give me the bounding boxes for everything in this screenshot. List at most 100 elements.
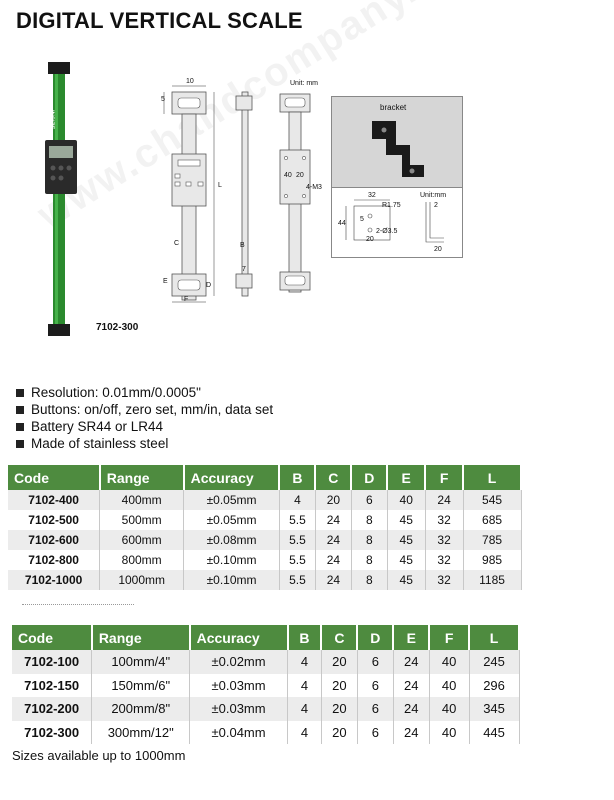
cell-d: 8 [351, 510, 388, 530]
table-row: 7102-150 150mm/6" ±0.03mm 4 20 6 24 40 2… [12, 673, 520, 697]
cell-d: 8 [351, 570, 388, 590]
col-header-d: D [351, 465, 389, 490]
dim-length: L [218, 182, 222, 189]
spec-table-large: Code Range Accuracy B C D E F L 7102-400… [8, 465, 522, 590]
col-header-l: L [469, 625, 520, 650]
cell-c: 24 [315, 570, 352, 590]
cell-range: 200mm/8" [91, 697, 191, 721]
cell-c: 20 [321, 697, 358, 721]
cell-accuracy: ±0.04mm [189, 720, 288, 744]
cell-range: 300mm/12" [91, 720, 191, 744]
table-row: 7102-800 800mm ±0.10mm 5.5 24 8 45 32 98… [8, 550, 522, 570]
cell-b: 5.5 [279, 570, 316, 590]
product-figure: www.chandcompany.com INSIZE 7102-300 [0, 0, 614, 370]
bracket-photo: bracket [332, 97, 462, 187]
feature-item: Made of stainless steel [16, 435, 273, 452]
cell-f: 32 [425, 530, 464, 550]
cell-c: 24 [315, 530, 352, 550]
cell-accuracy: ±0.02mm [189, 650, 288, 674]
bracket-dim-44: 44 [338, 220, 346, 227]
bracket-dim-side-2: 2 [434, 202, 438, 209]
dim-c: C [174, 240, 180, 247]
cell-e: 24 [393, 697, 430, 721]
cell-range: 500mm [99, 510, 185, 530]
bracket-drawing-lines [345, 199, 444, 243]
dim-hole-h: 40 [284, 172, 292, 179]
feature-item: Buttons: on/off, zero set, mm/in, data s… [16, 401, 273, 418]
cell-code: 7102-500 [8, 510, 101, 530]
col-header-accuracy: Accuracy [183, 465, 281, 490]
cell-l: 545 [463, 490, 522, 510]
bracket-dim-holes: 2-Ø3.5 [376, 228, 398, 235]
cell-b: 5.5 [279, 550, 316, 570]
cell-e: 45 [387, 510, 426, 530]
unit-label: Unit: mm [290, 80, 318, 87]
cell-code: 7102-100 [12, 650, 93, 674]
bracket-panel: bracket Unit:mm 32 R1.75 44 5 20 2-Ø3.5 … [331, 96, 463, 258]
cell-c: 20 [321, 650, 358, 674]
bracket-photo-label: bracket [380, 103, 407, 112]
back-drawing [279, 93, 311, 293]
cell-l: 445 [469, 720, 520, 744]
cell-f: 40 [429, 650, 470, 674]
cell-code: 7102-800 [8, 550, 101, 570]
dim-b: B [240, 242, 245, 249]
bracket-dim-5: 5 [360, 216, 364, 223]
bracket-shape [372, 121, 424, 177]
cell-code: 7102-600 [8, 530, 101, 550]
bracket-dim-r175: R1.75 [382, 202, 401, 209]
table-row: 7102-500 500mm ±0.05mm 5.5 24 8 45 32 68… [8, 510, 522, 530]
cell-d: 6 [357, 650, 394, 674]
cell-accuracy: ±0.03mm [189, 697, 288, 721]
cell-f: 24 [425, 490, 464, 510]
bracket-dim-20: 20 [366, 236, 374, 243]
col-header-b: B [287, 625, 323, 650]
cell-accuracy: ±0.03mm [189, 673, 288, 697]
cell-f: 32 [425, 510, 464, 530]
cell-c: 24 [315, 550, 352, 570]
cell-d: 6 [357, 720, 394, 744]
model-label: 7102-300 [96, 322, 139, 333]
cell-d: 6 [357, 697, 394, 721]
cell-range: 100mm/4" [91, 650, 191, 674]
cell-accuracy: ±0.05mm [183, 490, 280, 510]
table-row: 7102-600 600mm ±0.08mm 5.5 24 8 45 32 78… [8, 530, 522, 550]
cell-range: 400mm [99, 490, 185, 510]
cell-f: 40 [429, 697, 470, 721]
cell-b: 4 [287, 650, 322, 674]
cell-l: 245 [469, 650, 520, 674]
cell-l: 685 [463, 510, 522, 530]
dim-f: F [184, 296, 189, 303]
cell-e: 24 [393, 720, 430, 744]
col-header-range: Range [91, 625, 191, 650]
cell-c: 20 [321, 720, 358, 744]
table-header-row: Code Range Accuracy B C D E F L [8, 465, 522, 490]
cell-b: 4 [287, 720, 322, 744]
cell-c: 20 [321, 673, 358, 697]
brand-text: INSIZE [48, 110, 54, 130]
cell-code: 7102-200 [12, 697, 93, 721]
cell-l: 296 [469, 673, 520, 697]
cell-c: 24 [315, 510, 352, 530]
cell-l: 345 [469, 697, 520, 721]
col-header-c: C [315, 465, 353, 490]
bracket-dim-side-20: 20 [434, 246, 442, 253]
bracket-unit-label: Unit:mm [420, 192, 447, 199]
table-row: 7102-300 300mm/12" ±0.04mm 4 20 6 24 40 … [12, 720, 520, 744]
cell-l: 785 [463, 530, 522, 550]
col-header-code: Code [8, 465, 101, 490]
dim-seven: 7 [242, 266, 246, 273]
cell-range: 1000mm [99, 570, 185, 590]
cell-b: 4 [287, 673, 322, 697]
cell-f: 32 [425, 550, 464, 570]
bracket-drawing: Unit:mm 32 R1.75 44 5 20 2-Ø3.5 2 20 [332, 187, 462, 257]
col-header-f: F [429, 625, 471, 650]
cell-e: 24 [393, 673, 430, 697]
cell-d: 6 [357, 673, 394, 697]
dim-top-height: 5 [161, 96, 165, 103]
cell-e: 45 [387, 570, 426, 590]
cell-l: 1185 [463, 570, 522, 590]
table-row: 7102-400 400mm ±0.05mm 4 20 6 40 24 545 [8, 490, 522, 510]
cell-accuracy: ±0.10mm [183, 550, 280, 570]
footnote: Sizes available up to 1000mm [12, 748, 186, 763]
